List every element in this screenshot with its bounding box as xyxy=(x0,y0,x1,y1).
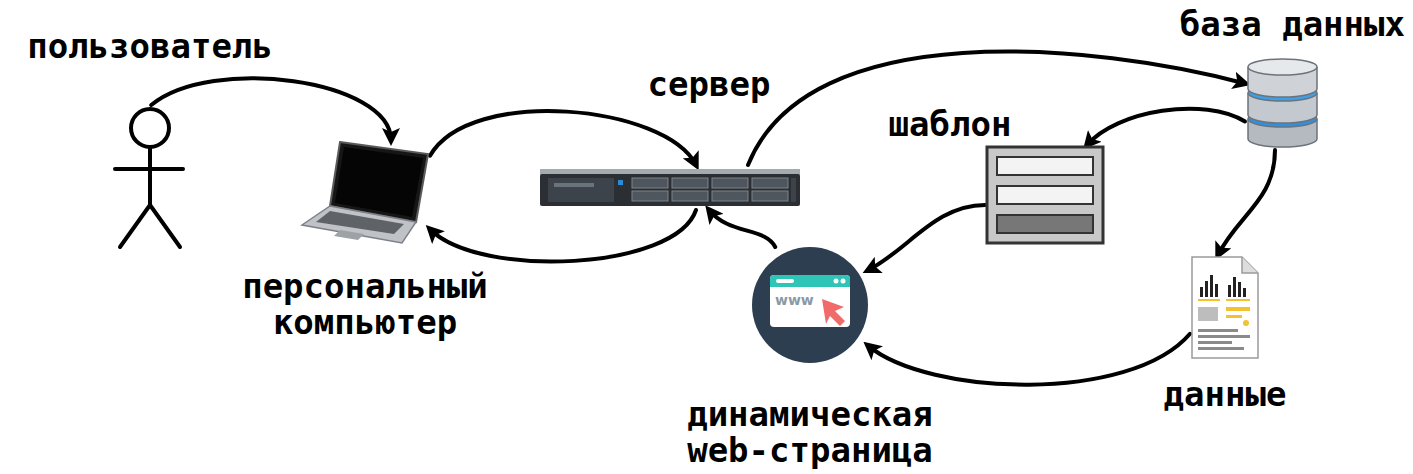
node-label: шаблон xyxy=(850,106,1050,142)
user-figure-art xyxy=(110,105,185,250)
node-label: динамическая web-страница xyxy=(675,396,945,468)
flow-arrow xyxy=(430,210,696,262)
url-text: www xyxy=(775,292,814,308)
node-label: данные xyxy=(1135,376,1315,412)
flow-arrow xyxy=(151,78,391,140)
flow-arrow xyxy=(709,210,775,247)
flow-arrow xyxy=(430,111,696,165)
user-figure: пользователь xyxy=(110,105,185,250)
database-icon: база данных xyxy=(1245,55,1320,150)
template-icon-art xyxy=(985,145,1105,245)
node-label: пользователь xyxy=(5,28,295,64)
flow-arrow xyxy=(1218,150,1275,255)
node-label: сервер xyxy=(609,66,809,102)
flow-arrow xyxy=(868,205,985,270)
flow-arrow xyxy=(868,334,1190,385)
server-icon: сервер xyxy=(540,165,800,210)
template-icon: шаблон xyxy=(985,145,1105,245)
server-icon-art xyxy=(540,165,800,210)
laptop-icon: персональный компьютер xyxy=(300,140,430,245)
data-icon-art xyxy=(1190,255,1260,360)
node-label: персональный компьютер xyxy=(225,268,505,340)
node-label: база данных xyxy=(1145,6,1405,42)
data-icon: данные xyxy=(1190,255,1260,360)
laptop-icon-art xyxy=(300,140,430,245)
flow-arrow xyxy=(1087,109,1245,145)
database-icon-art xyxy=(1245,55,1320,150)
